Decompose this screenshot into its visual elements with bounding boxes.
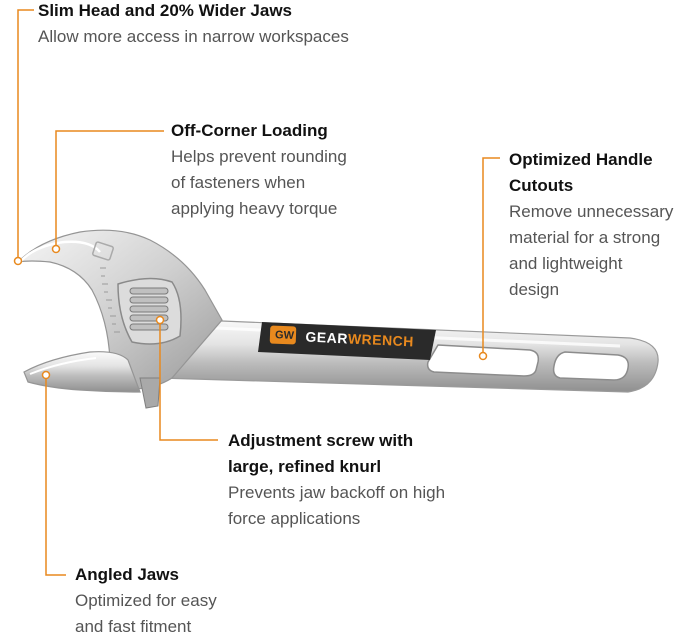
handle-hang-hole — [552, 351, 630, 381]
leader-handle-cutouts — [482, 157, 500, 353]
handle-cutout — [426, 344, 540, 377]
leader-adjustment-screw — [159, 323, 218, 441]
callout-handle-cutouts: Optimized Handle Cutouts Remove unnecess… — [509, 147, 673, 303]
callout-title: Angled Jaws — [75, 565, 179, 584]
brand-name-gear: GEAR — [305, 328, 349, 347]
leader-dot-icon — [13, 256, 23, 266]
leader-slim-head — [17, 9, 34, 258]
callout-description: Allow more access in narrow workspaces — [38, 27, 349, 46]
leader-angled-jaws — [45, 378, 66, 576]
callout-description: Prevents jaw backoff on high force appli… — [228, 483, 446, 528]
callout-title: Slim Head and 20% Wider Jaws — [38, 1, 292, 20]
leader-dot-icon — [51, 244, 61, 254]
callout-title: Adjustment screw with large, refined knu… — [228, 431, 414, 476]
adjustment-screw — [117, 277, 182, 345]
leader-off-corner — [55, 130, 164, 245]
callout-adjustment-screw: Adjustment screw with large, refined knu… — [228, 428, 445, 532]
leader-dot-icon — [478, 351, 488, 361]
callout-slim-head: Slim Head and 20% Wider Jaws Allow more … — [38, 0, 349, 50]
leader-lines — [17, 9, 500, 576]
callout-description: Remove unnecessary material for a strong… — [509, 202, 674, 299]
callout-title: Optimized Handle Cutouts — [509, 150, 653, 195]
callout-description: Optimized for easy and fast fitment — [75, 591, 217, 636]
lower-jaw — [23, 351, 161, 409]
wrench-handle — [149, 317, 659, 393]
callout-description: Helps prevent rounding of fasteners when… — [171, 147, 347, 218]
callout-off-corner: Off-Corner Loading Helps prevent roundin… — [171, 118, 347, 222]
callout-angled-jaws: Angled Jaws Optimized for easy and fast … — [75, 562, 217, 640]
leader-dot-icon — [155, 315, 165, 325]
brand-name-wrench: WRENCH — [347, 330, 415, 350]
callout-title: Off-Corner Loading — [171, 121, 328, 140]
gw-logo-icon: GW — [274, 329, 295, 343]
brand-label — [258, 322, 436, 360]
leader-dot-icon — [41, 370, 51, 380]
